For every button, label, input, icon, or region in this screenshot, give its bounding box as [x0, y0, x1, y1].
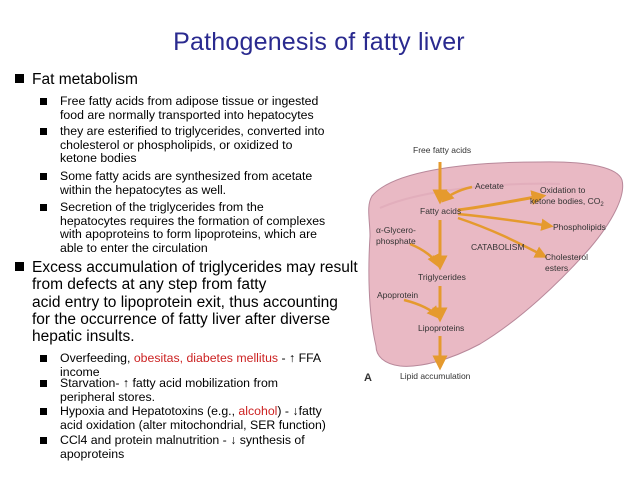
square-bullet-icon: [15, 262, 24, 271]
square-bullet-icon: [40, 436, 47, 444]
arrow-phospholipids: [457, 212, 554, 231]
label-glycero-1: α-Glycero-: [376, 225, 416, 235]
label-oxidation-1: Oxidation to: [540, 185, 586, 195]
label-lipid-accumulation: Lipid accumulation: [400, 371, 471, 381]
arrow-acetate: [441, 185, 473, 203]
down-arrow-icon: ↓: [230, 433, 237, 447]
square-bullet-icon: [40, 97, 47, 105]
square-bullet-icon: [40, 407, 47, 415]
excess-continuation-2: for the occurrence of fatty liver after …: [32, 311, 331, 328]
square-bullet-icon: [40, 379, 47, 387]
label-oxidation-2: ketone bodies, CO2: [530, 196, 604, 208]
label-glycero-2: phosphate: [376, 236, 416, 246]
arrow-glycero: [409, 242, 439, 268]
heading-fat-metabolism: Fat metabolism: [32, 71, 138, 88]
label-cholesterol-2: esters: [545, 263, 568, 273]
slide-title: Pathogenesis of fatty liver: [173, 28, 465, 56]
label-phospholipids: Phospholipids: [553, 222, 606, 232]
square-bullet-icon: [40, 172, 47, 180]
label-apoprotein: Apoprotein: [377, 290, 418, 300]
arrow-cholesterol: [457, 216, 548, 258]
down-arrow-icon: ↓: [292, 404, 299, 418]
arrow-apoprotein: [403, 298, 440, 319]
label-catabolism: CATABOLISM: [471, 242, 525, 252]
label-lipoproteins: Lipoproteins: [418, 323, 464, 333]
up-arrow-icon: ↑: [122, 376, 130, 390]
highlight-obesitas: obesitas, diabetes mellitus: [133, 351, 279, 365]
label-panel-a: A: [364, 372, 372, 384]
excess-continuation-1: acid entry to lipoprotein exit, thus acc…: [32, 294, 338, 311]
label-fatty-acids: Fatty acids: [420, 206, 461, 216]
square-bullet-icon: [40, 127, 47, 135]
label-cholesterol-1: Cholesterol: [545, 252, 588, 262]
square-bullet-icon: [40, 354, 47, 362]
label-free-fatty-acids: Free fatty acids: [413, 145, 471, 155]
highlight-alcohol: alcohol: [238, 404, 278, 418]
square-bullet-icon: [40, 203, 47, 211]
excess-continuation-3: hepatic insults.: [32, 328, 135, 345]
arrow-oxidation: [457, 190, 547, 212]
label-triglycerides: Triglycerides: [418, 272, 466, 282]
square-bullet-icon: [15, 74, 24, 83]
up-arrow-icon: ↑: [289, 351, 296, 365]
label-acetate: Acetate: [475, 181, 504, 191]
